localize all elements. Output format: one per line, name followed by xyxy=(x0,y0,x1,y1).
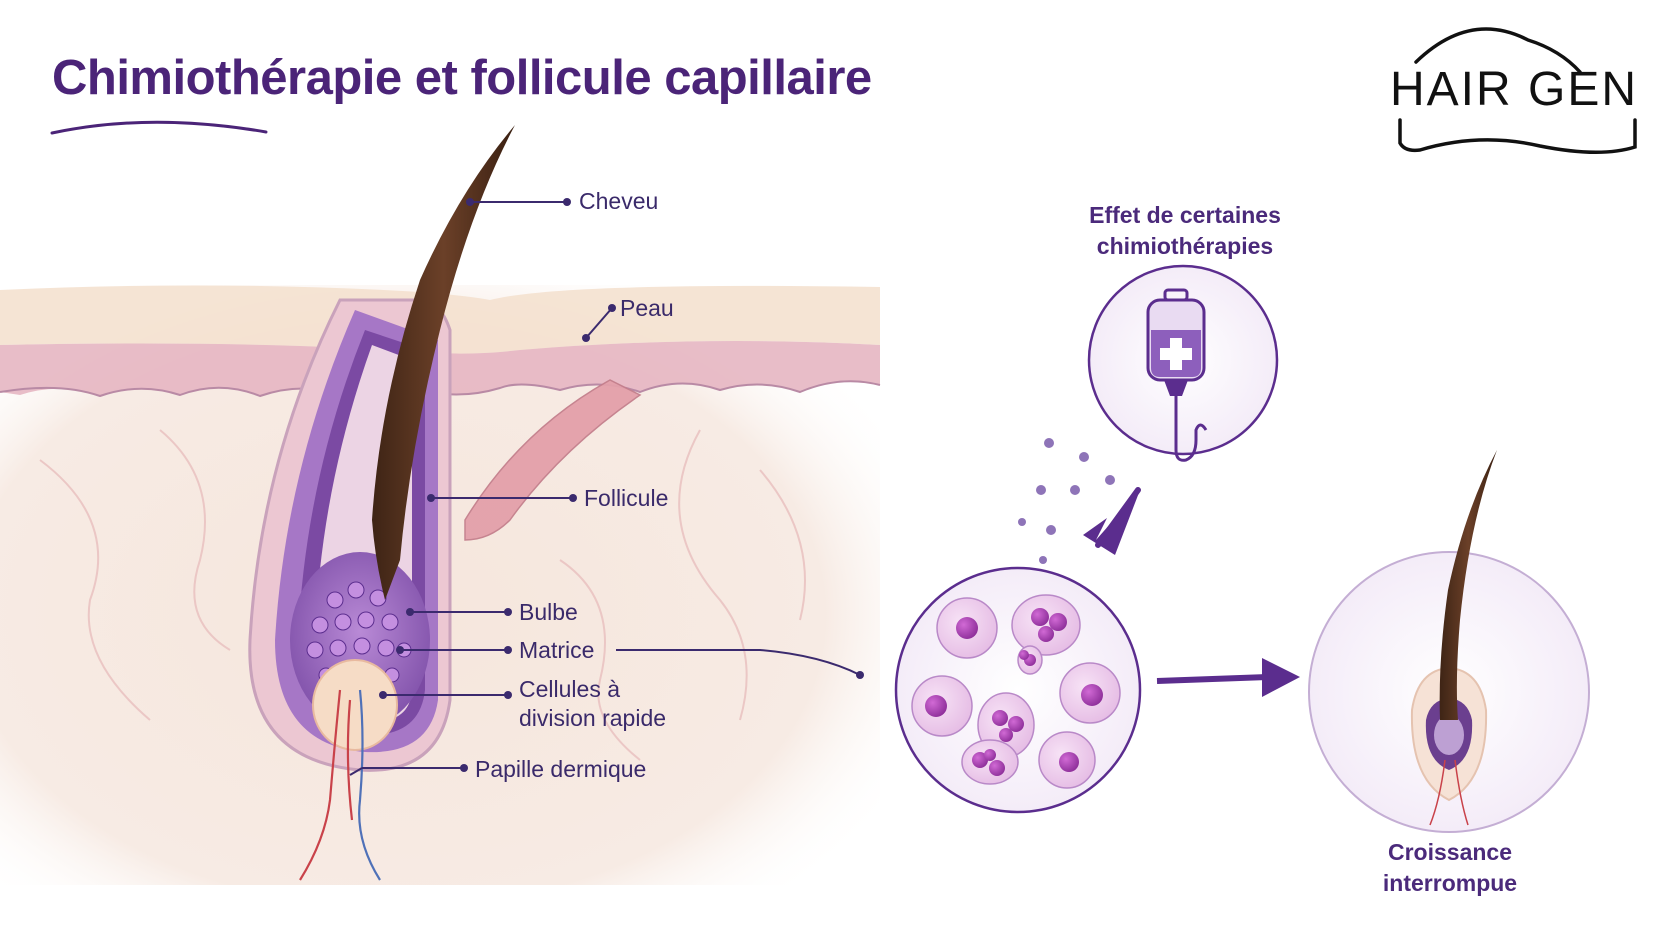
chemo-heading: Effet de certaines chimiothérapies xyxy=(1040,200,1330,262)
iv-bag-icon xyxy=(1146,288,1208,462)
result-label: Croissance interrompue xyxy=(1330,837,1570,899)
interrupted-growth-circle xyxy=(1308,450,1590,833)
arrector-pili-muscle xyxy=(464,379,642,541)
label-cellules-line1: Cellules à xyxy=(519,676,620,702)
dividing-cells-circle xyxy=(894,566,1142,814)
label-bulbe: Bulbe xyxy=(519,599,578,625)
label-cellules-line2: division rapide xyxy=(519,705,667,731)
label-papille: Papille dermique xyxy=(475,756,647,782)
result-label-line2: interrompue xyxy=(1382,870,1518,896)
label-cheveu: Cheveu xyxy=(579,188,659,214)
logo-mark xyxy=(1398,27,1637,154)
page-title: Chimiothérapie et follicule capillaire xyxy=(52,51,872,105)
label-peau: Peau xyxy=(620,295,674,321)
label-matrice: Matrice xyxy=(519,637,595,663)
title-underline xyxy=(50,120,268,135)
right-arrow xyxy=(1156,658,1300,697)
leader-lines xyxy=(349,201,861,776)
dermal-papilla xyxy=(312,659,398,751)
hair-shaft xyxy=(372,125,515,600)
logo-wordmark: HAIR GEN xyxy=(1390,63,1639,116)
chemo-circle xyxy=(1018,264,1279,564)
small-hair-shaft xyxy=(1439,450,1497,720)
chemo-heading-line1: Effet de certaines xyxy=(1089,202,1281,228)
chemo-heading-line2: chimiothérapies xyxy=(1096,233,1274,259)
label-follicule: Follicule xyxy=(584,485,669,511)
result-label-line1: Croissance xyxy=(1387,839,1512,865)
hair-follicle xyxy=(248,125,515,881)
